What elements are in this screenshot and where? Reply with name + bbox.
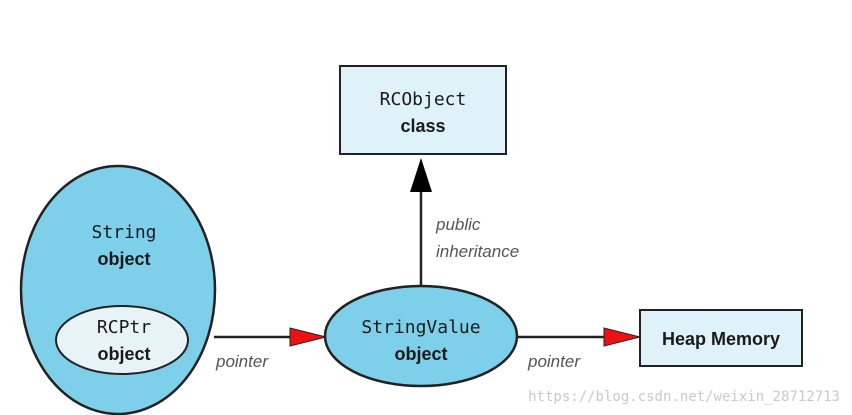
heap-memory-node: Heap Memory xyxy=(639,309,803,367)
stringvalue-kind: object xyxy=(394,344,447,364)
rcptr-kind: object xyxy=(97,344,150,364)
string-kind: object xyxy=(97,249,150,269)
rcptr-title: RCPtr xyxy=(97,317,151,338)
stringvalue-title: StringValue xyxy=(361,317,480,338)
pointer-label-right: pointer xyxy=(527,352,581,371)
inheritance-label-line2: inheritance xyxy=(436,242,519,261)
stringvalue-object-node: StringValue object xyxy=(323,284,519,388)
rcobject-class-node: RCObject class xyxy=(339,65,507,155)
pointer-arrowhead-to-heap xyxy=(603,327,641,347)
inheritance-arrowhead xyxy=(410,158,432,192)
inheritance-label-line1: public xyxy=(435,215,481,234)
string-title: String xyxy=(91,222,156,243)
heap-memory-title: Heap Memory xyxy=(662,329,780,349)
pointer-label-left: pointer xyxy=(215,352,269,371)
pointer-arrowhead-to-stringvalue xyxy=(289,327,327,347)
watermark-text: https://blog.csdn.net/weixin_28712713 xyxy=(528,389,840,405)
rcobject-kind: class xyxy=(400,116,445,136)
rcobject-title: RCObject xyxy=(380,89,467,110)
rcptr-object-node: RCPtr object xyxy=(55,305,189,375)
string-object-node: String object xyxy=(19,164,217,415)
